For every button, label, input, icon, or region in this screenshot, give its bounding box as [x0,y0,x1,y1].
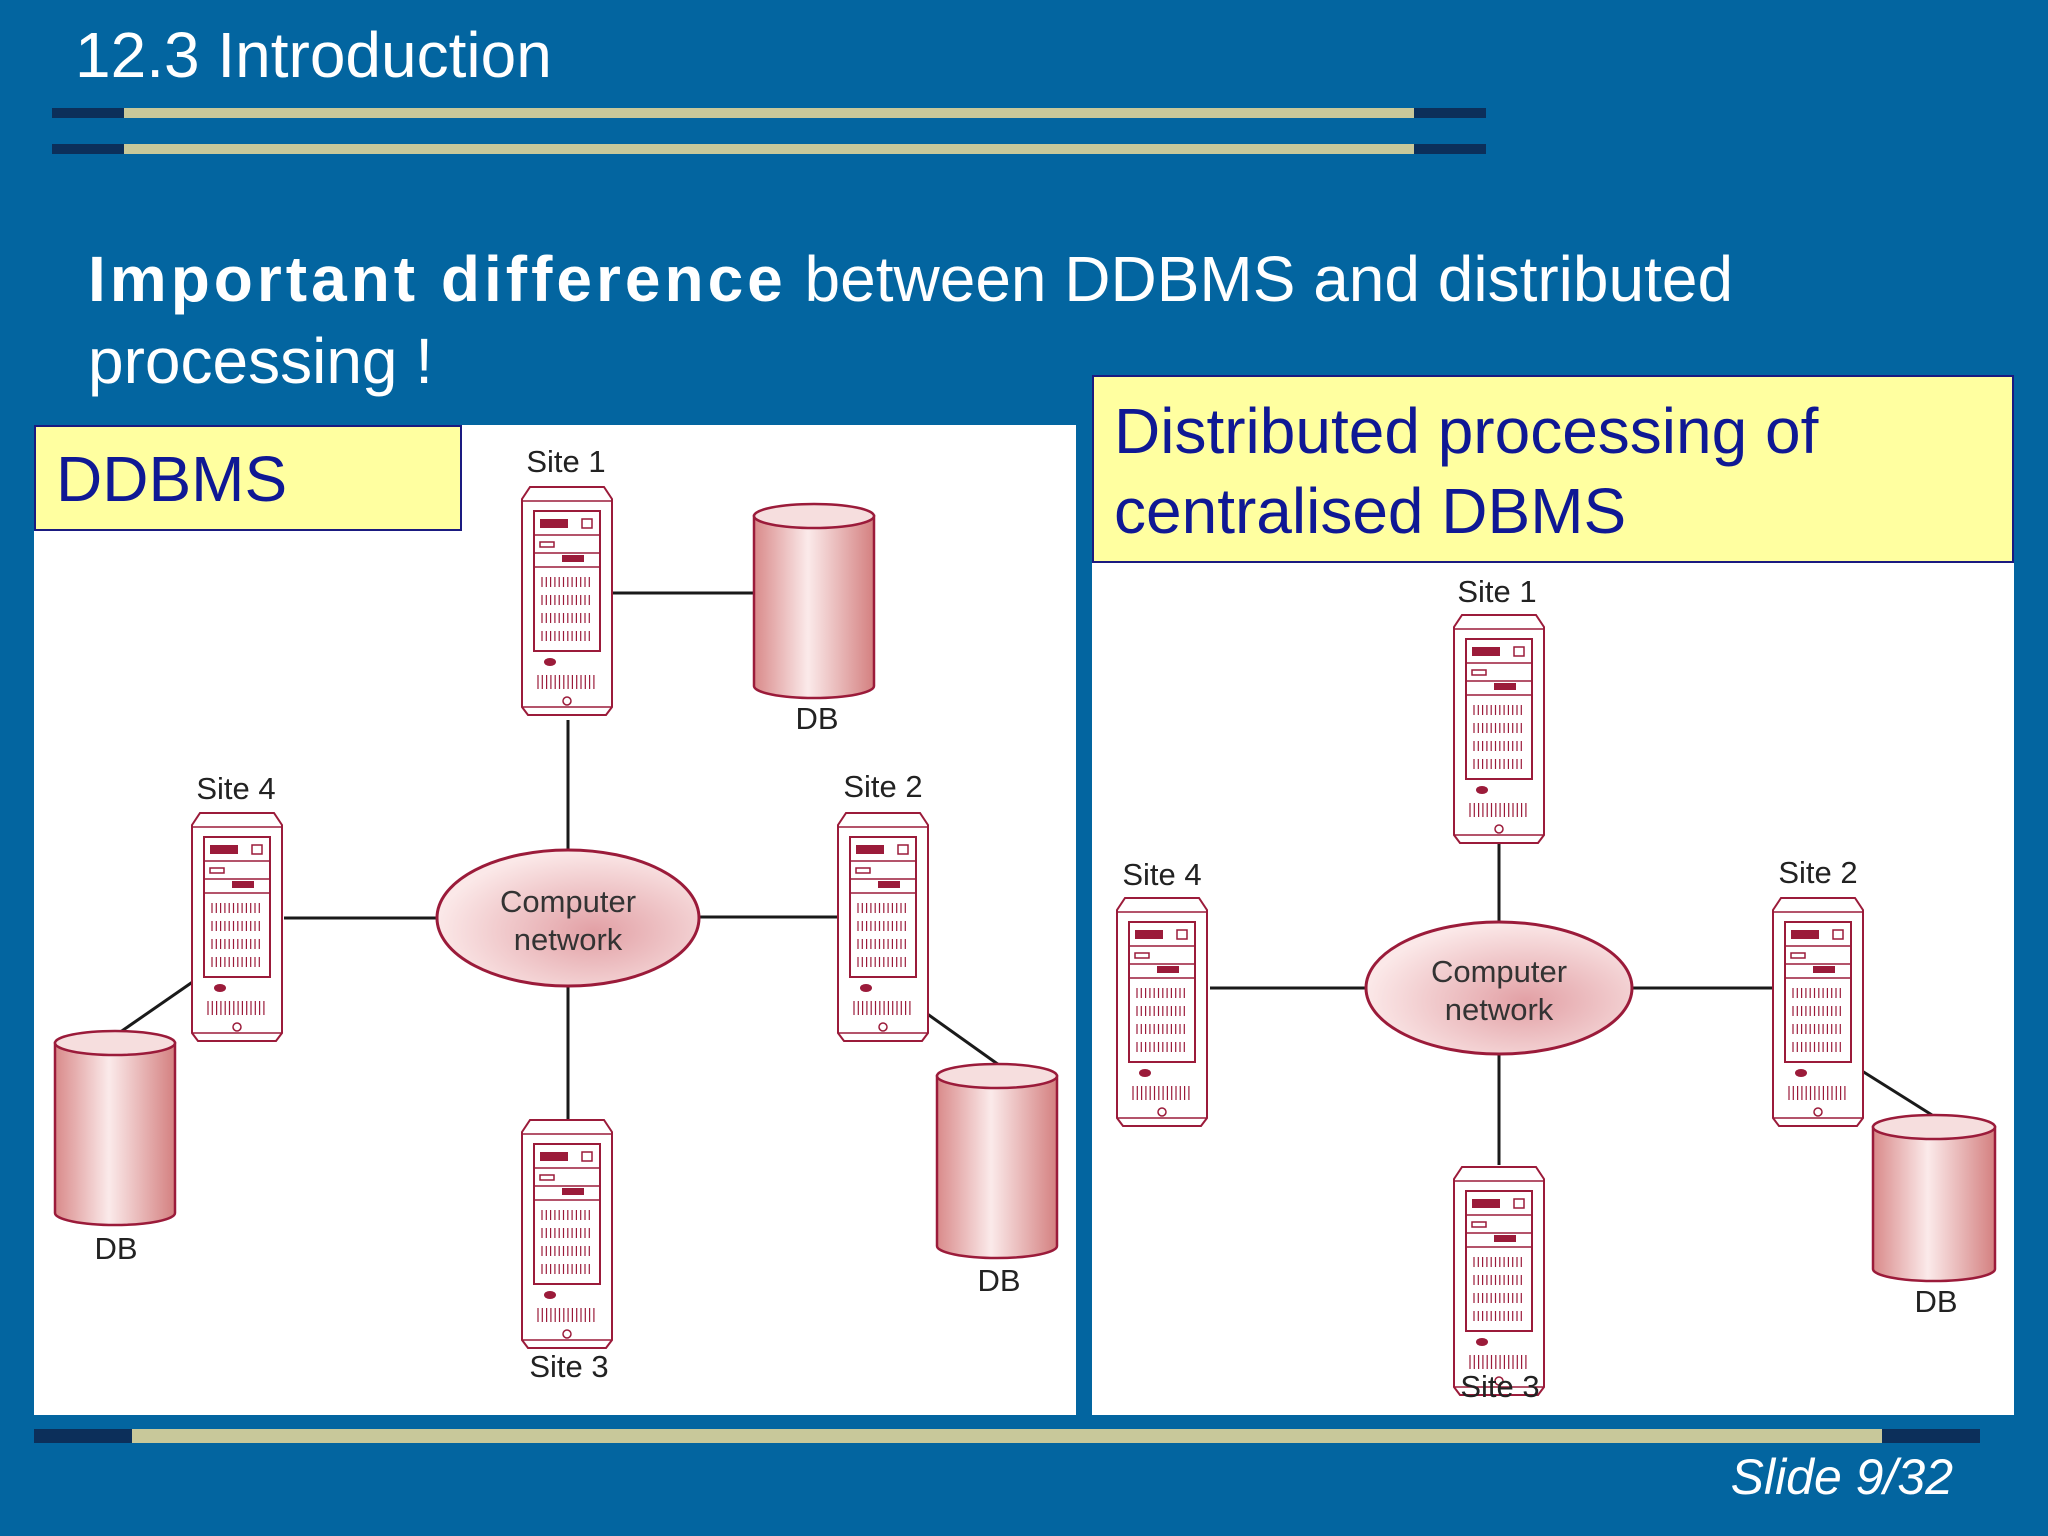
site-1-label: Site 1 [526,444,605,479]
heading-emphasis: Important difference [88,243,787,315]
title-rule-light-1 [124,108,1414,118]
site-3-label: Site 3 [1460,1369,1539,1404]
db-2-label: DB [977,1263,1020,1298]
computer-network-label-2: network [1445,992,1554,1027]
ddbms-label-text: DDBMS [56,443,288,515]
server-site-2 [1772,897,1864,1127]
db-4-label: DB [94,1231,137,1266]
computer-network-label-2: network [514,922,623,957]
computer-network-label-1: Computer [500,884,636,919]
database-site-1 [752,502,876,700]
footer-rule-light [132,1429,1882,1443]
server-site-4 [191,812,283,1042]
server-site-1 [521,486,613,716]
slide-number: Slide 9/32 [1730,1449,1953,1505]
site-4-label: Site 4 [196,771,275,806]
ddbms-label: DDBMS [34,425,462,531]
db-label: DB [1914,1284,1957,1319]
computer-network-label-1: Computer [1431,954,1567,989]
site-2-label: Site 2 [843,769,922,804]
title-rule-light-2 [124,144,1414,154]
site-4-label: Site 4 [1122,857,1201,892]
server-site-4 [1116,897,1208,1127]
server-site-2 [837,812,929,1042]
heading-text: between DDBMS and distributed processing… [88,243,1734,397]
server-site-1 [1453,614,1545,844]
centralised-label: Distributed processing of centralised DB… [1092,375,2014,563]
database-central [1871,1113,1997,1283]
database-site-4 [53,1029,177,1227]
link-site4-db [115,979,195,1037]
site-1-label: Site 1 [1457,574,1536,609]
centralised-label-line2: centralised DBMS [1114,475,1627,547]
slide-title: 12.3 Introduction [75,19,552,91]
db-1-label: DB [795,701,838,736]
server-site-3 [521,1119,613,1349]
link-site2-db [925,1011,1000,1067]
site-2-label: Site 2 [1778,855,1857,890]
server-site-3 [1453,1166,1545,1396]
link-site2-db [1861,1069,1933,1117]
database-site-2 [935,1062,1059,1260]
site-3-label: Site 3 [529,1349,608,1384]
centralised-label-line1: Distributed processing of [1114,395,1819,467]
slide-heading: Important difference between DDBMS and d… [88,238,1888,402]
